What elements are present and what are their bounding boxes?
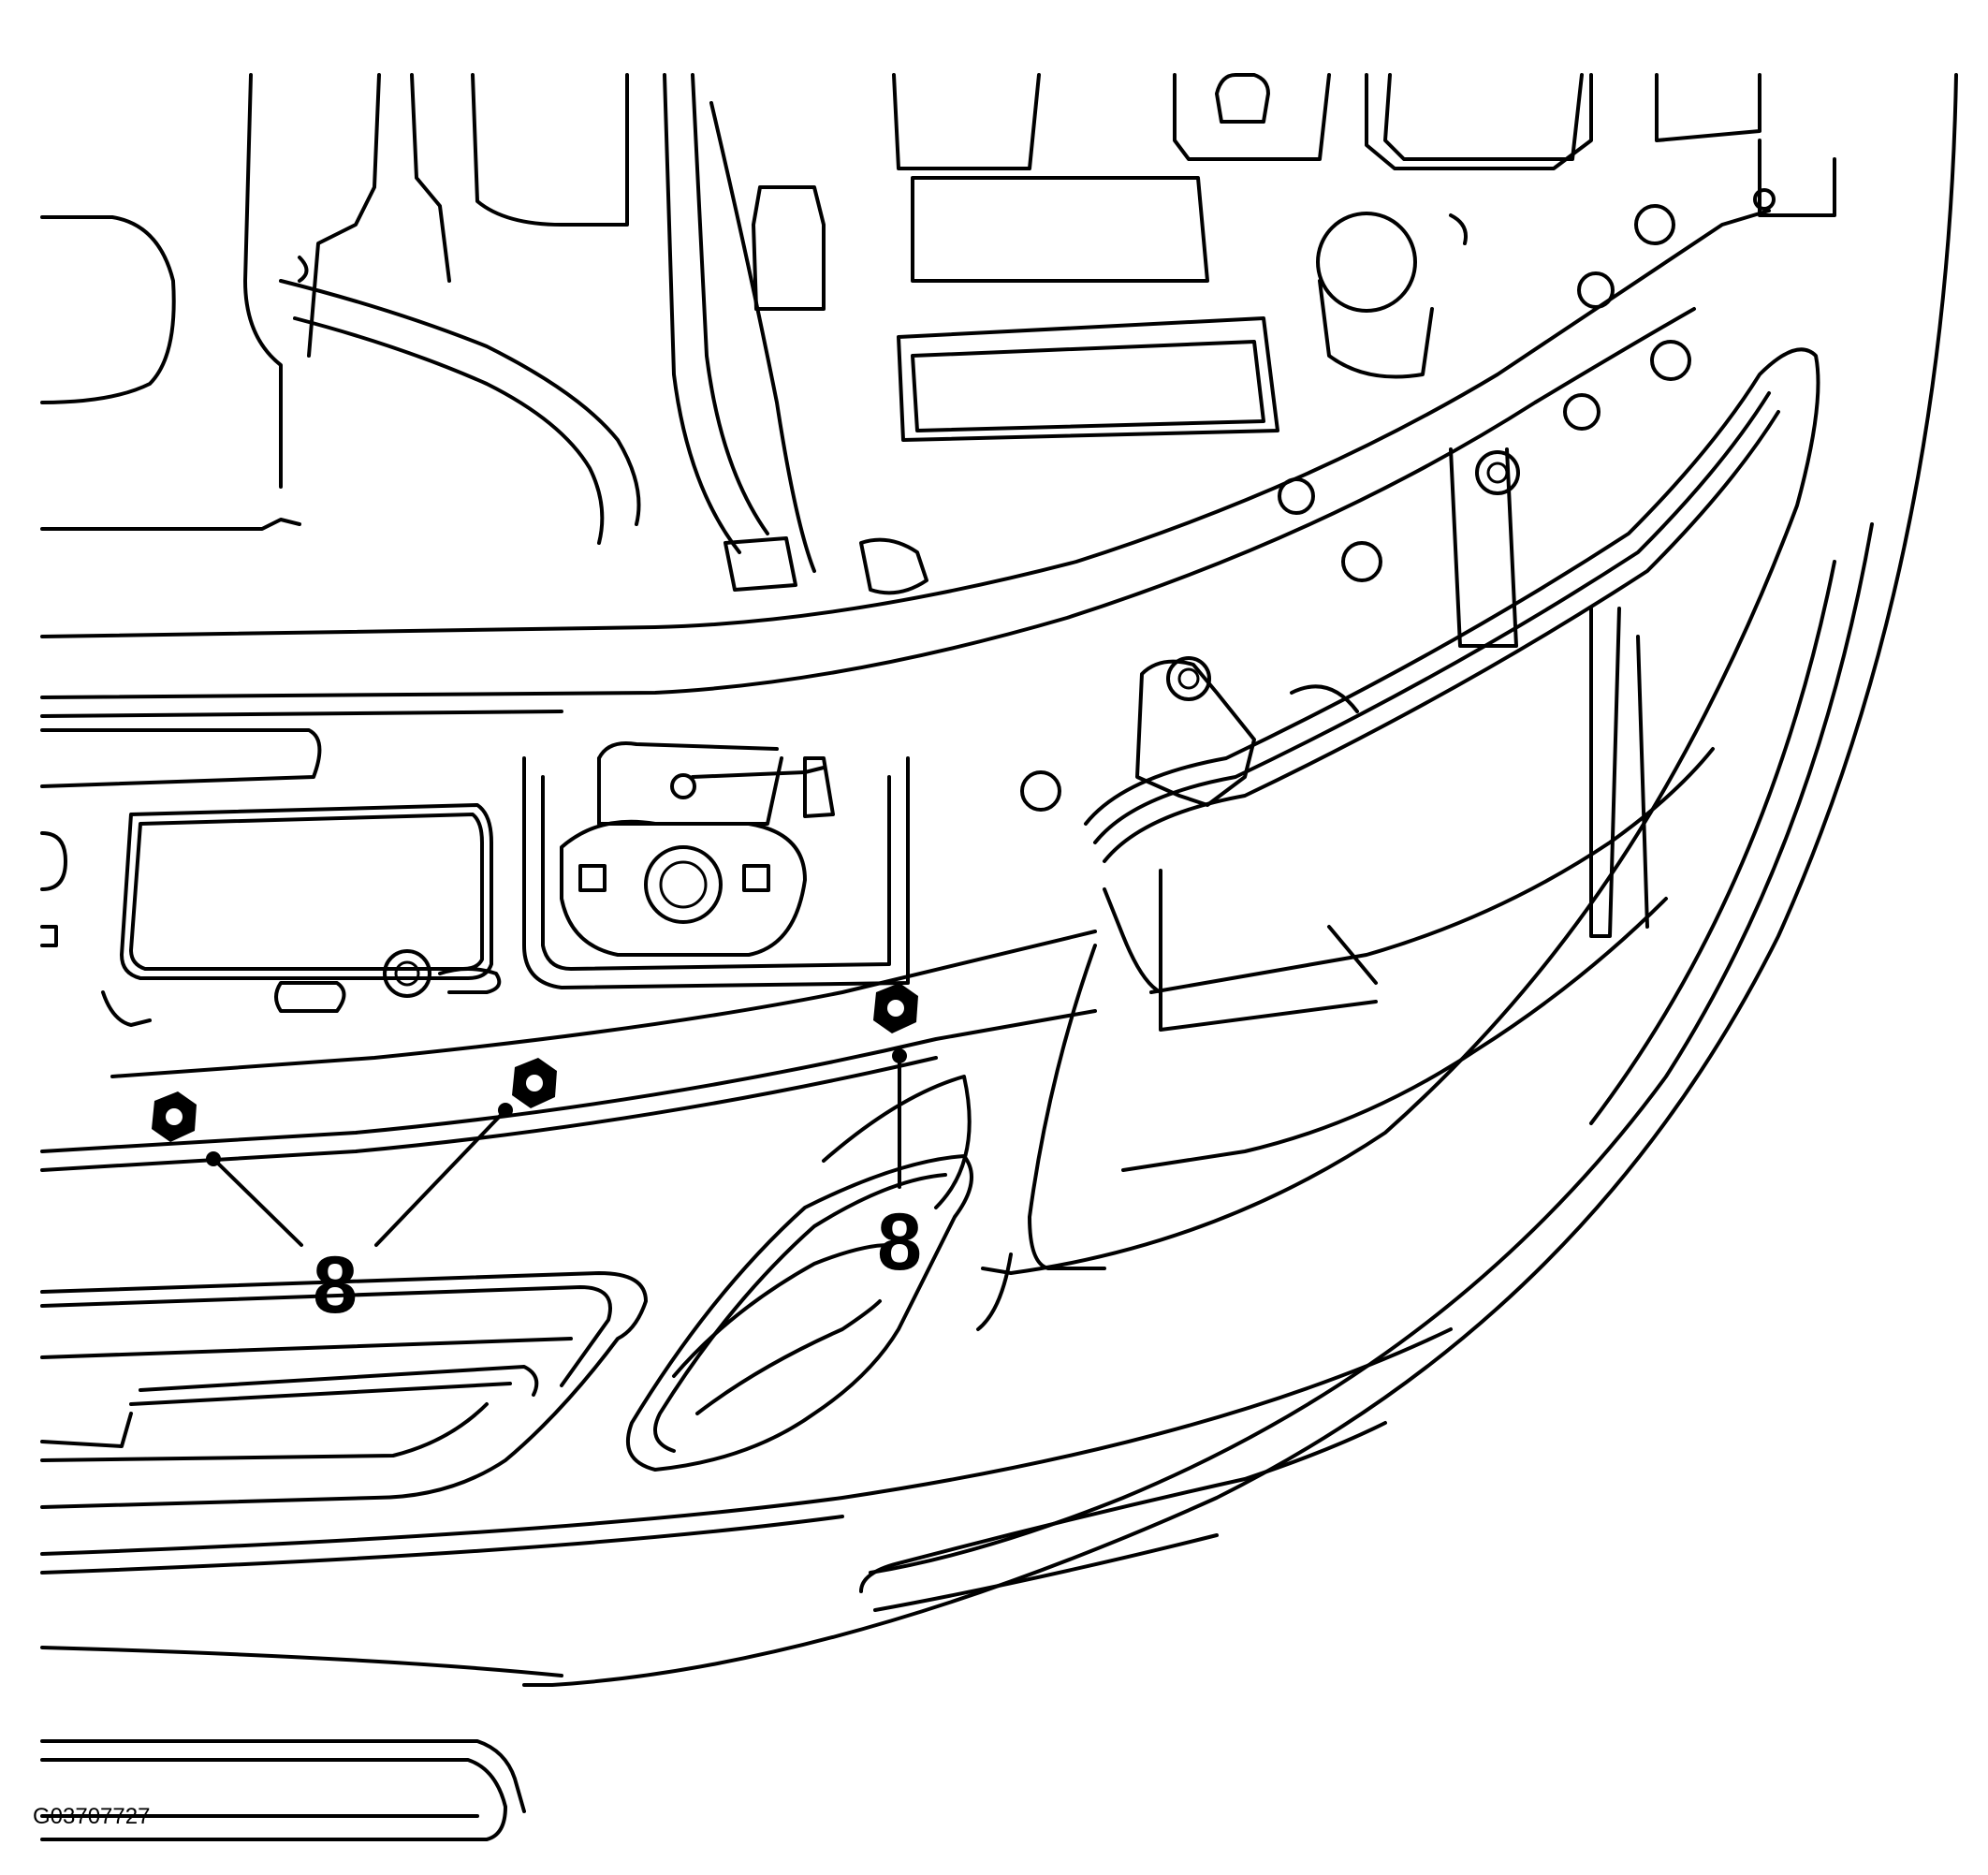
- callout-group-right: 8: [877, 1048, 922, 1287]
- support-bolts: [1020, 188, 1776, 812]
- bumper-fascia: [40, 73, 1958, 1841]
- nut-left-low: [152, 1091, 197, 1142]
- nut-right: [873, 983, 918, 1033]
- radiator-support: [40, 188, 1776, 1027]
- headlamp-assembly: [976, 347, 1820, 1331]
- figure-id: G03707727: [33, 1804, 150, 1829]
- engine-compartment: [40, 73, 1836, 595]
- callout-label-left: 8: [313, 1240, 358, 1330]
- leader-line: [374, 1108, 507, 1247]
- nut-left-high: [512, 1058, 557, 1108]
- fastener-nuts: [152, 983, 918, 1142]
- callout-group-left: 8: [206, 1103, 513, 1330]
- callout-label-right: 8: [877, 1197, 922, 1287]
- leader-line: [212, 1157, 303, 1247]
